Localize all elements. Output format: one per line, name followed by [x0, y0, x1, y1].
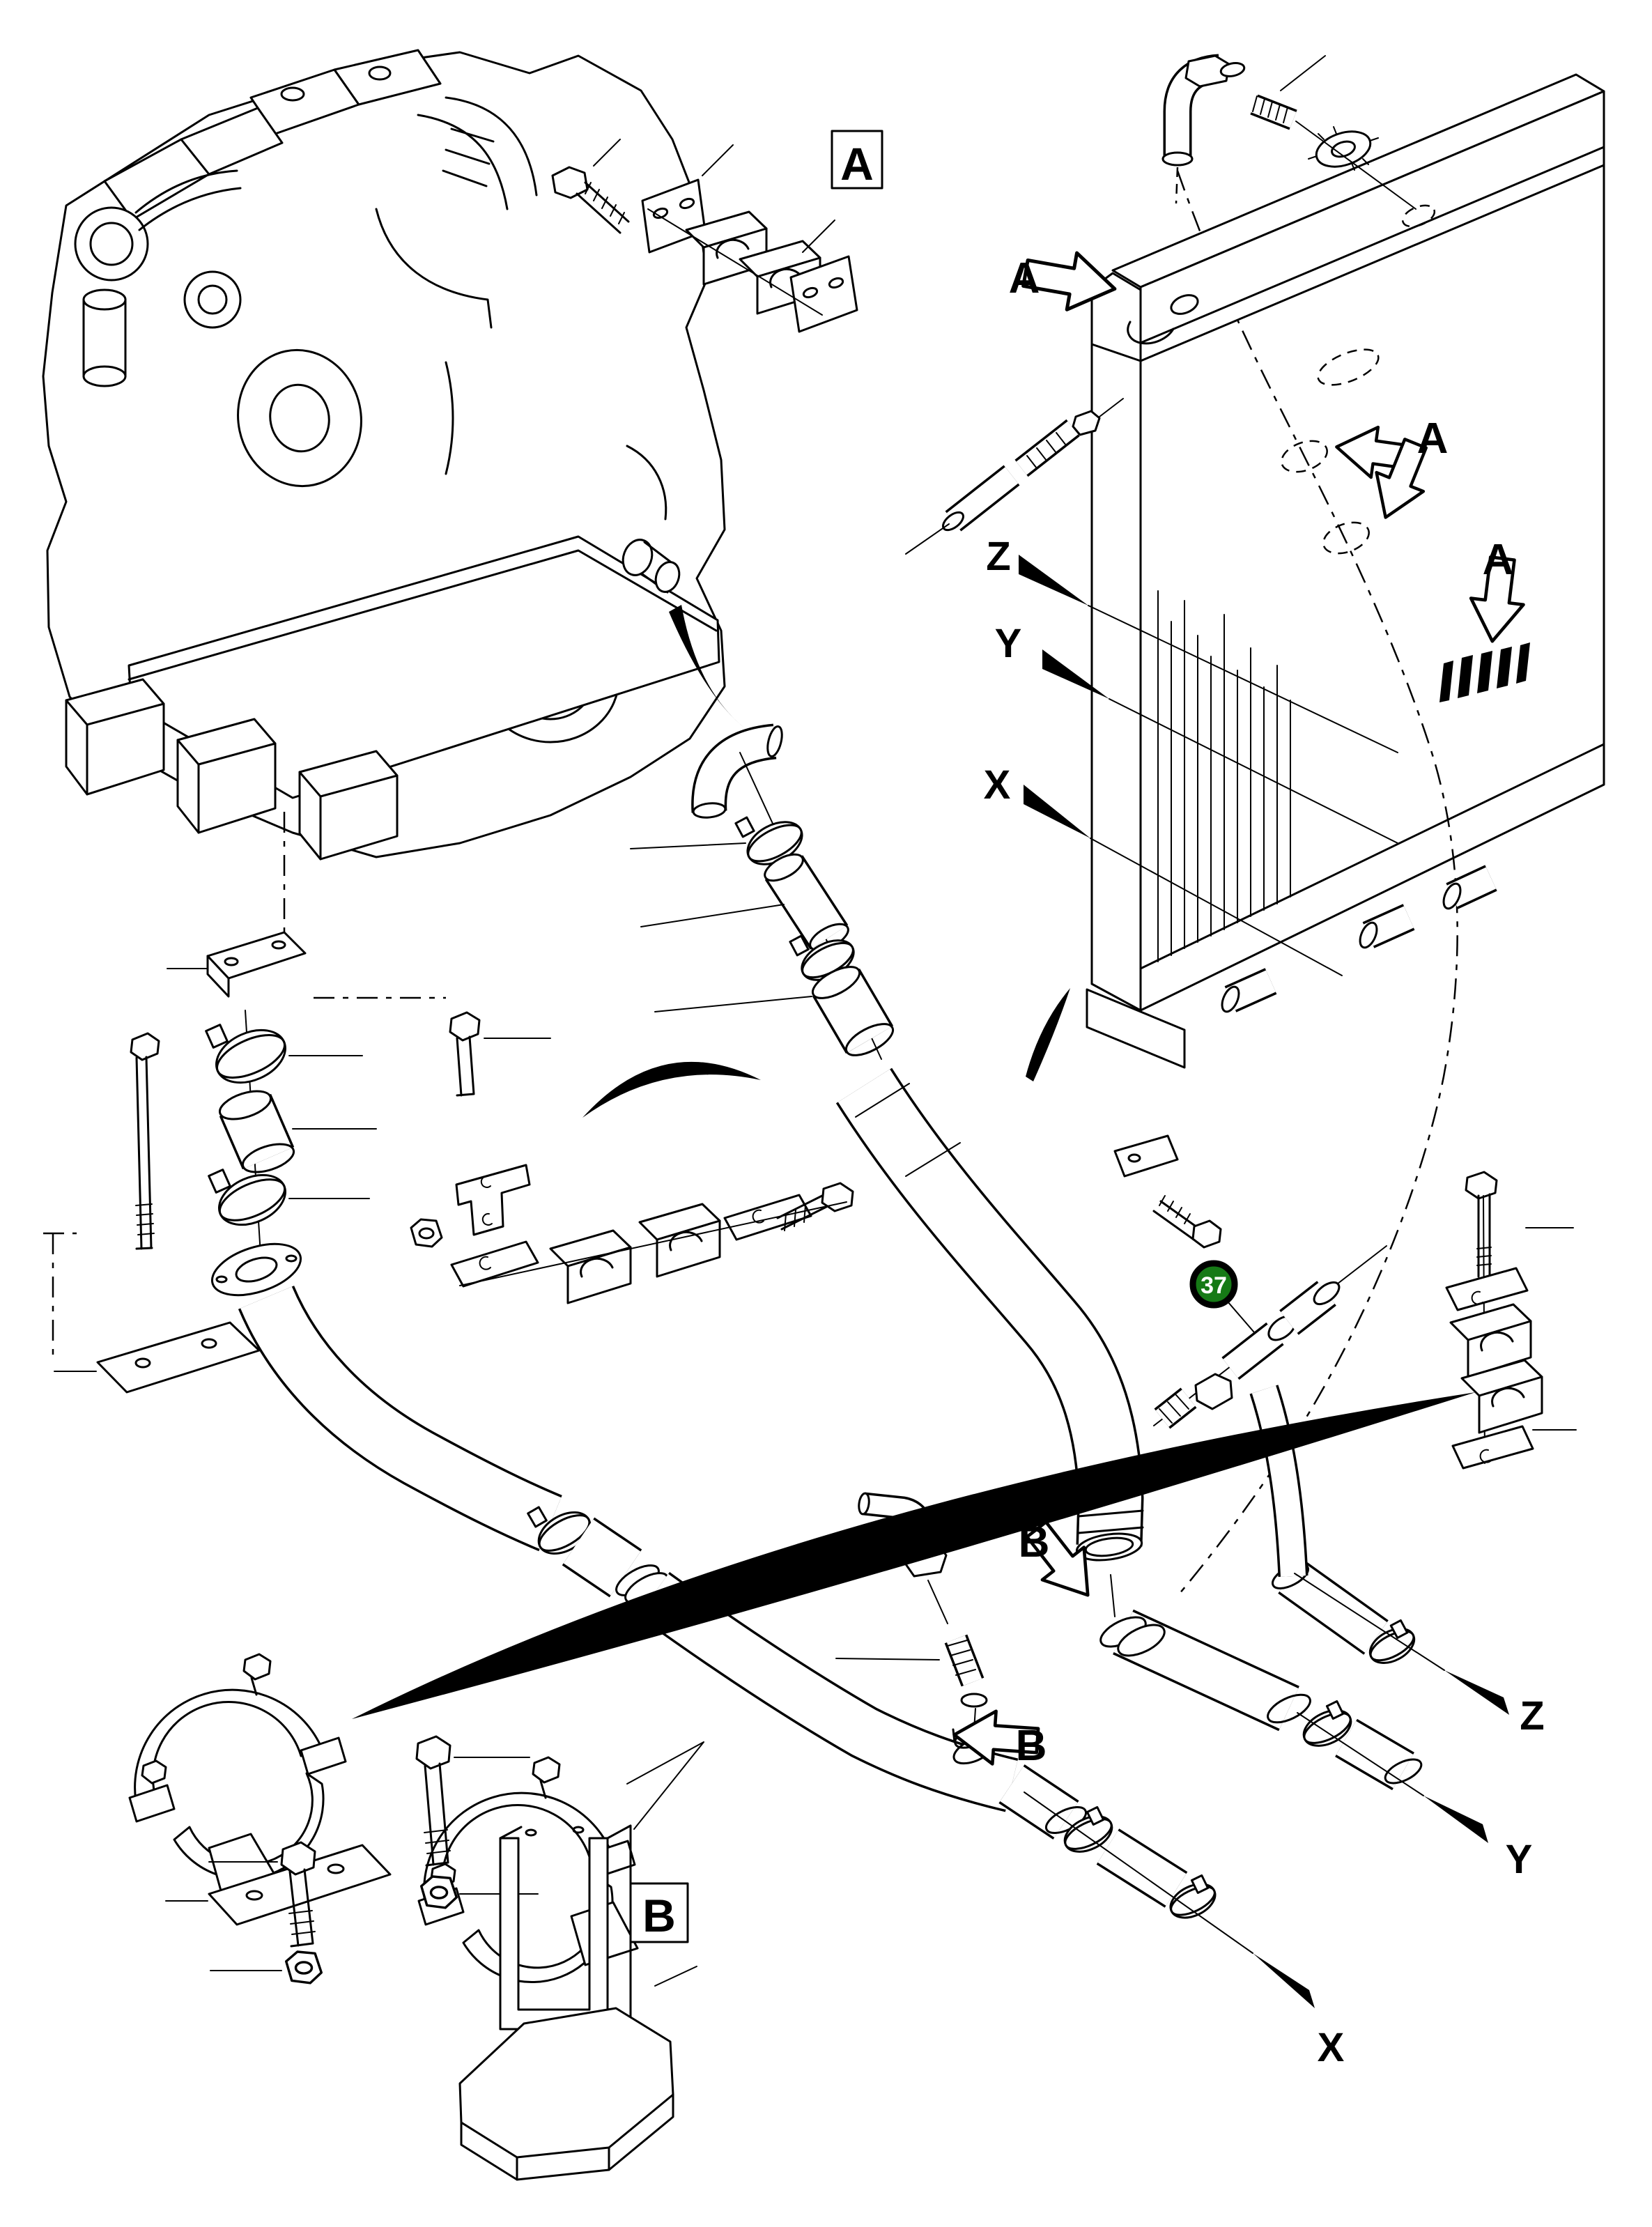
upper-radiator-hose [905, 398, 1124, 555]
detail-box-b-frame [629, 1882, 689, 1943]
view-b-label-2: B [1016, 1722, 1047, 1770]
labels: A B A A A B B Z Y X Z Y X [629, 130, 1545, 2070]
saddle-clamp-assembly-1 [128, 1653, 392, 1926]
axis-x-label-right: X [1318, 2025, 1345, 2070]
detail-box-a-frame [831, 130, 883, 190]
flow-swoosh-arrows [352, 605, 1476, 1719]
bracket-and-base [458, 1824, 697, 2181]
main-coolant-pipe [835, 1068, 1144, 1562]
axis-z-label-left: Z [986, 534, 1010, 579]
exploded-clamp-column [54, 931, 854, 1394]
clamp-hardware-top [551, 139, 858, 333]
tee-pipe-and-chains [998, 1559, 1423, 1919]
radiator-core-fins [1157, 590, 1291, 962]
axis-z-label-right: Z [1520, 1693, 1544, 1739]
axis-y-label-left: Y [995, 621, 1022, 666]
mount-bolts-bottom [208, 1735, 539, 1985]
part-balloon-37-circle[interactable] [1189, 1260, 1238, 1309]
detail-box-a-label: A [840, 138, 874, 190]
view-b-label-1: B [1019, 1518, 1050, 1566]
radiator-hatch-mark [1439, 642, 1530, 702]
centerline-marks [43, 812, 446, 1360]
lower-coolant-pipe [238, 1285, 1019, 1812]
view-a-label-right2: A [1483, 536, 1514, 584]
detail-box-b-label: B [642, 1890, 676, 1941]
radiator-outlet-stubs [1221, 865, 1497, 1013]
view-a-label-left: A [1009, 254, 1040, 302]
axis-leaders [1019, 555, 1509, 2008]
axis-x-label-left: X [984, 762, 1011, 808]
part-balloon-37[interactable]: 37 [1189, 1260, 1255, 1333]
engine-assembly [42, 49, 726, 861]
part-37-hose-assembly [1113, 1134, 1577, 1577]
upper-hose-chain [630, 723, 895, 1060]
axis-y-label-right: Y [1506, 1837, 1533, 1882]
saddle-clamp-assembly-2 [417, 1741, 704, 1984]
radiator [1086, 54, 1605, 1595]
part-balloon-37-number[interactable]: 37 [1201, 1272, 1227, 1299]
view-a-label-right1: A [1417, 415, 1449, 463]
